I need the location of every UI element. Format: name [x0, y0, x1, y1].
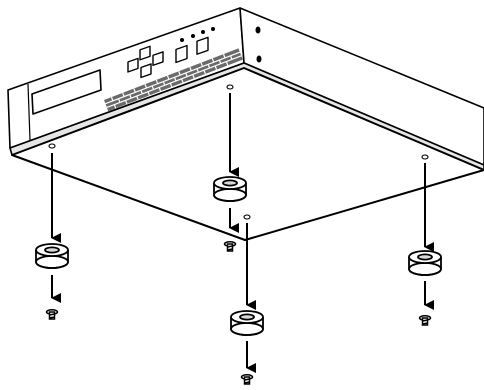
nav-keypad — [127, 36, 209, 79]
key-left-icon — [127, 57, 139, 73]
rubber-foot-icon — [408, 250, 442, 276]
rubber-foot-icon — [230, 310, 264, 336]
hole-icon — [256, 55, 262, 63]
side-screw-holes — [255, 26, 262, 63]
screw-icon — [223, 241, 237, 252]
key-up-icon — [139, 45, 151, 61]
status-leds — [180, 27, 215, 42]
key-menu-icon — [196, 36, 209, 55]
key-enter-icon — [175, 44, 188, 64]
chassis — [7, 7, 484, 241]
arrows — [51, 93, 434, 373]
mount-hole-icon — [226, 84, 234, 90]
lcd-display — [31, 69, 102, 115]
screw-icon — [45, 309, 59, 320]
hole-icon — [255, 26, 261, 34]
rubber-foot-icon — [213, 176, 247, 202]
led-icon — [180, 38, 184, 42]
screw-icon — [240, 374, 254, 385]
screw-icon — [418, 315, 432, 326]
key-right-icon — [152, 51, 164, 67]
mount-hole-icon — [243, 214, 251, 220]
foot-mount-holes — [48, 84, 429, 220]
vent-grille — [104, 48, 243, 112]
led-icon — [201, 30, 205, 34]
side-panel — [239, 7, 484, 166]
rubber-foot-icon — [35, 243, 69, 269]
led-icon — [211, 27, 215, 31]
bottom-plate — [11, 67, 484, 241]
mount-hole-icon — [48, 143, 56, 149]
key-down-icon — [140, 63, 152, 79]
mount-hole-icon — [421, 154, 429, 160]
foot-assemblies — [35, 176, 442, 385]
led-icon — [191, 34, 195, 38]
